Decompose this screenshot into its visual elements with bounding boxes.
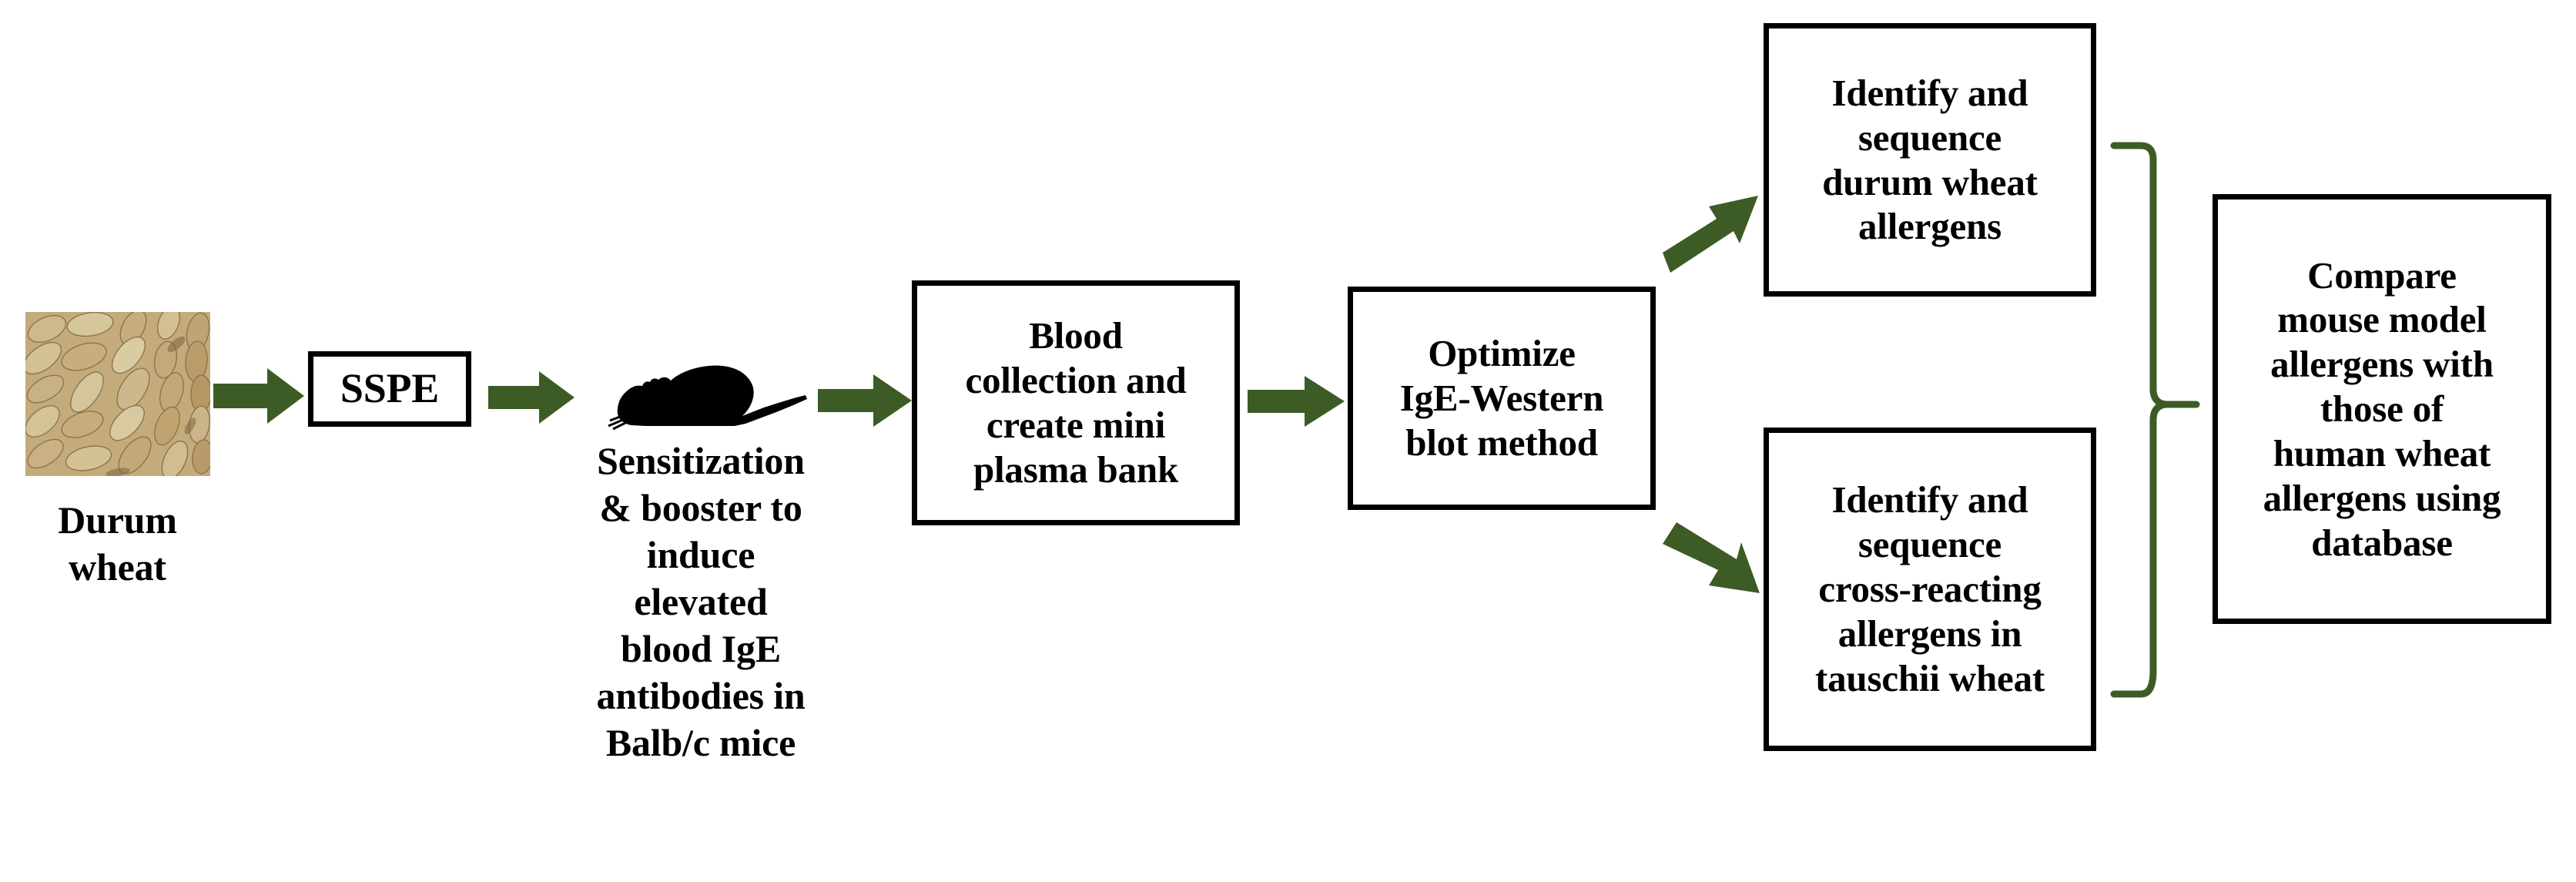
mouse-silhouette-icon bbox=[608, 365, 807, 431]
node-identify-durum-allergens[interactable]: Identify and sequence durum wheat allerg… bbox=[1764, 23, 2096, 297]
arrow-optimize-to-cross-reacting-icon bbox=[1663, 522, 1760, 593]
durum-wheat-caption: Durum wheat bbox=[0, 497, 235, 591]
node-identify-durum-allergens-label: Identify and sequence durum wheat allerg… bbox=[1822, 71, 2038, 248]
wheat-grains-illustration bbox=[25, 312, 210, 476]
node-identify-cross-reacting-allergens-label: Identify and sequence cross-reacting all… bbox=[1814, 478, 2045, 699]
arrow-sspe-to-mouse-icon bbox=[488, 371, 574, 424]
node-compare-allergens[interactable]: Compare mouse model allergens with those… bbox=[2213, 194, 2551, 624]
durum-wheat-caption-line1: Durum wheat bbox=[58, 498, 177, 589]
node-identify-cross-reacting-allergens[interactable]: Identify and sequence cross-reacting all… bbox=[1764, 428, 2096, 751]
arrow-blood-to-optimize-icon bbox=[1248, 376, 1345, 427]
node-optimize-western-blot-label: Optimize IgE-Western blot method bbox=[1399, 332, 1604, 464]
node-compare-allergens-label: Compare mouse model allergens with those… bbox=[2263, 253, 2501, 564]
mouse-sensitization-caption: Sensitization & booster to induce elevat… bbox=[596, 439, 806, 764]
node-sspe[interactable]: SSPE bbox=[308, 351, 471, 427]
arrow-wheat-to-sspe-icon bbox=[213, 368, 304, 424]
arrow-mouse-to-blood-icon bbox=[818, 374, 912, 427]
node-sspe-label: SSPE bbox=[340, 365, 440, 412]
bracket-branches-to-compare-icon bbox=[2110, 142, 2200, 698]
node-blood-collection-label: Blood collection and create mini plasma … bbox=[965, 314, 1187, 491]
node-optimize-western-blot[interactable]: Optimize IgE-Western blot method bbox=[1348, 287, 1656, 510]
durum-wheat-image bbox=[25, 312, 210, 476]
node-blood-collection[interactable]: Blood collection and create mini plasma … bbox=[912, 280, 1240, 525]
arrow-optimize-to-durum-allergens-icon bbox=[1663, 196, 1758, 273]
